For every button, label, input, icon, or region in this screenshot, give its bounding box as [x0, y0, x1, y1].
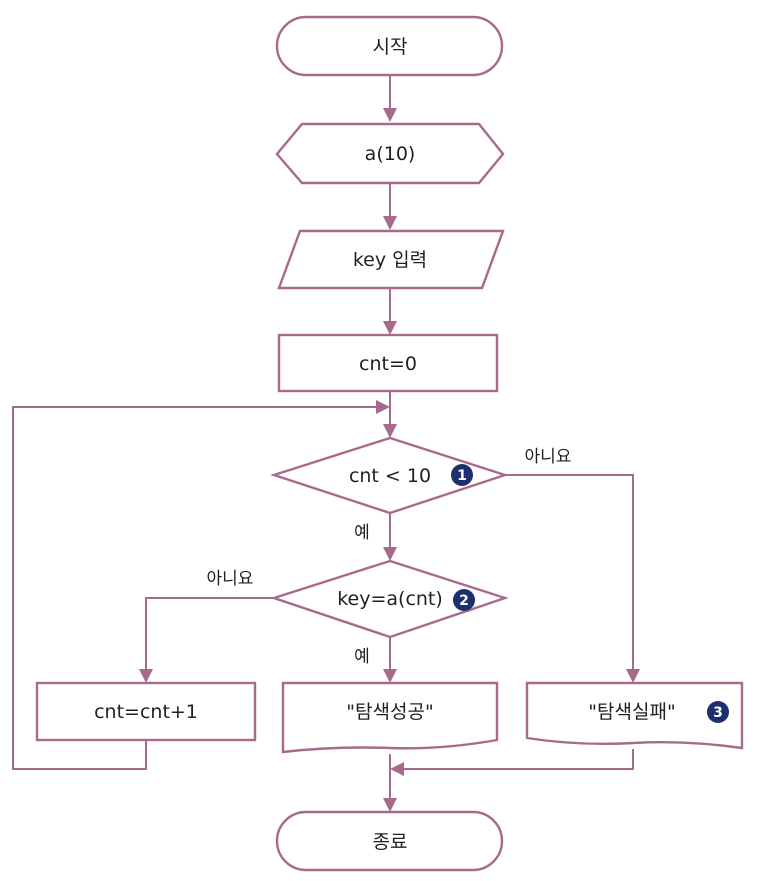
- loop-yes-label: 예: [354, 523, 370, 543]
- arrowhead-increment: [139, 669, 153, 683]
- increment-process-box: [35, 681, 257, 742]
- success-output-document: [281, 681, 499, 754]
- badge-3-circle: [707, 701, 729, 723]
- search-yes-label: 예: [354, 647, 370, 667]
- connectors: [12, 75, 634, 801]
- arrowhead-fail: [626, 669, 640, 683]
- fail-output-document: [525, 681, 744, 750]
- end-terminal: [275, 810, 504, 872]
- search-no-label: 아니요: [207, 569, 254, 589]
- init-process-box: [277, 333, 499, 393]
- success-output-label: "탐색성공": [346, 701, 433, 723]
- arrowheads: [139, 108, 640, 812]
- fail-output-label: "탐색실패": [588, 701, 675, 723]
- declare-preparation-box: [275, 122, 505, 185]
- badge-1-circle: [451, 464, 473, 486]
- init-label: cnt=0: [359, 353, 417, 375]
- input-label: key 입력: [353, 249, 427, 271]
- arrowhead-loop-condition: [383, 424, 397, 438]
- connector-loop-no-fail: [505, 474, 634, 673]
- input-parallelogram: [277, 229, 505, 290]
- start-terminal: [275, 15, 504, 77]
- arrowhead-merge: [390, 762, 404, 776]
- start-label: 시작: [373, 36, 408, 58]
- arrowhead-search-condition: [383, 547, 397, 561]
- increment-label: cnt=cnt+1: [94, 701, 198, 723]
- arrowhead-loopback: [376, 400, 390, 414]
- connector-search-no-increment: [145, 597, 274, 673]
- arrowhead-success: [383, 669, 397, 683]
- connector-increment-loopback: [12, 406, 379, 770]
- arrowhead-input: [383, 216, 397, 230]
- end-label: 종료: [373, 831, 408, 853]
- loop-no-label: 아니요: [525, 447, 572, 467]
- badge-2-number: 2: [459, 593, 469, 609]
- arrowhead-declare: [383, 108, 397, 122]
- arrowhead-end: [383, 798, 397, 812]
- connector-fail-merge: [398, 749, 634, 770]
- declare-label: a(10): [365, 143, 416, 165]
- badge-1-number: 1: [457, 468, 467, 484]
- badge-3-number: 3: [713, 705, 723, 721]
- badge-3: 3: [707, 701, 729, 723]
- search-condition-label: key=a(cnt): [337, 588, 443, 610]
- arrowhead-init: [383, 321, 397, 335]
- badge-2-circle: [453, 589, 475, 611]
- loop-condition-label: cnt < 10: [349, 465, 431, 487]
- badge-2: 2: [453, 589, 475, 611]
- badge-1: 1: [451, 464, 473, 486]
- search-condition-diamond: [270, 559, 509, 639]
- loop-condition-diamond: [270, 436, 509, 515]
